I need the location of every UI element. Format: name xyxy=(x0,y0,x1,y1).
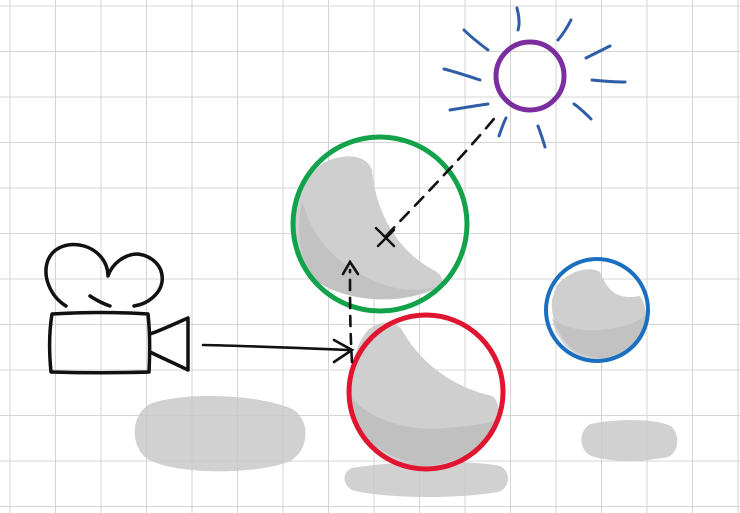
sun-ray xyxy=(590,78,627,84)
sun-ray xyxy=(584,44,612,60)
camera-body xyxy=(47,310,152,375)
sun-ray xyxy=(515,6,521,32)
blue-sphere xyxy=(544,257,650,363)
green-sphere-shading-dark xyxy=(299,200,436,300)
light-source xyxy=(442,6,627,149)
rays xyxy=(201,112,500,364)
camera-reel-left xyxy=(44,242,164,308)
reflected-ray-arrowhead xyxy=(341,259,360,276)
camera-icon xyxy=(44,242,190,375)
sun-rays xyxy=(442,6,627,149)
sun-ray xyxy=(556,18,573,42)
camera-ray-arrowhead xyxy=(332,338,355,364)
sun-ray xyxy=(442,67,482,82)
camera-lens xyxy=(148,316,190,372)
shadow-ray xyxy=(384,112,500,238)
sun-ray xyxy=(536,124,547,149)
ground-shadows xyxy=(134,395,678,498)
camera-reel-join xyxy=(88,294,112,308)
sun-circle xyxy=(493,39,567,113)
sun-ray xyxy=(497,116,508,138)
red-sphere-outline xyxy=(346,312,506,472)
sun-ray xyxy=(448,102,490,112)
green-sphere xyxy=(290,134,470,314)
camera-ray xyxy=(201,343,350,352)
sun-ray xyxy=(462,28,490,52)
blue-sphere-outline xyxy=(544,257,650,363)
camera-shadow xyxy=(134,395,306,472)
intersection-marker xyxy=(374,226,396,248)
red-sphere-shading-dark xyxy=(352,398,500,466)
blue-sphere-shading-dark xyxy=(552,312,648,362)
green-sphere-outline xyxy=(290,134,470,314)
red-sphere-shadow xyxy=(344,461,509,498)
reflected-ray xyxy=(348,268,354,364)
sun-ray xyxy=(572,102,593,121)
red-sphere xyxy=(346,312,506,472)
blue-sphere-shadow xyxy=(581,420,678,461)
